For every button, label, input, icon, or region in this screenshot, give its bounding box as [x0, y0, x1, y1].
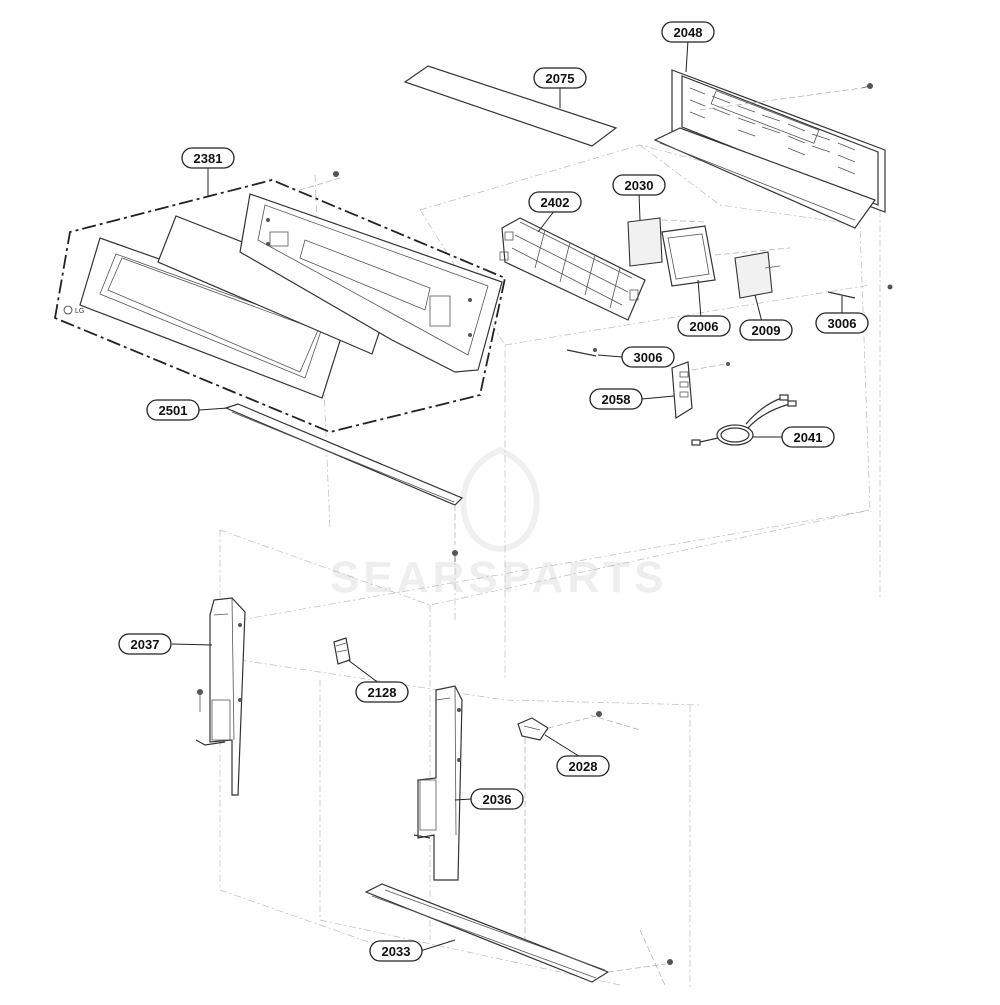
callout-2402: 2402	[528, 191, 582, 213]
callout-2041-label: 2041	[794, 430, 823, 445]
callout-2028: 2028	[556, 755, 610, 777]
callout-2009-label: 2009	[752, 323, 781, 338]
part-2381-control-panel-assembly: LG	[53, 171, 507, 433]
part-2128-clip	[333, 637, 351, 665]
callout-2030-label: 2030	[625, 178, 654, 193]
callout-2128-label: 2128	[368, 685, 397, 700]
callout-2501: 2501	[146, 399, 200, 421]
part-2075-strip	[403, 65, 618, 147]
callout-2037-label: 2037	[131, 637, 160, 652]
cabinet-phantom-outline	[219, 144, 881, 990]
part-2037-left-bracket	[195, 597, 246, 796]
callout-2036-label: 2036	[483, 792, 512, 807]
callout-2381-label: 2381	[194, 151, 223, 166]
callout-3006-left-label: 3006	[634, 350, 663, 365]
callout-2006: 2006	[677, 315, 731, 337]
callout-3006-right-label: 3006	[828, 316, 857, 331]
callout-2048-label: 2048	[674, 25, 703, 40]
part-3006-screw-right	[827, 284, 893, 299]
callout-2058: 2058	[589, 388, 643, 410]
callout-2058-label: 2058	[602, 392, 631, 407]
callout-2381: 2381	[181, 147, 235, 169]
callout-2037: 2037	[118, 633, 172, 655]
callout-2033: 2033	[369, 940, 423, 962]
callout-3006-right: 3006	[815, 312, 869, 334]
part-2501-rail	[224, 403, 464, 562]
callout-2028-label: 2028	[569, 759, 598, 774]
callout-2041: 2041	[781, 426, 835, 448]
part-2006-board	[661, 225, 791, 287]
leader-lines	[171, 39, 843, 952]
callout-2048: 2048	[661, 21, 715, 43]
callout-2033-label: 2033	[382, 944, 411, 959]
part-2041-wire-harness	[691, 394, 797, 446]
callout-2006-label: 2006	[690, 319, 719, 334]
callout-2501-label: 2501	[159, 403, 188, 418]
part-2028-bracket	[517, 711, 602, 741]
callout-2036: 2036	[470, 788, 524, 810]
watermark-text: SEARSPARTS	[330, 553, 667, 602]
callout-2030: 2030	[612, 174, 666, 196]
watermark: SEARSPARTS	[330, 446, 667, 602]
callout-2075-label: 2075	[546, 71, 575, 86]
part-2402-board-bracket	[499, 217, 646, 321]
brand-logo: LG	[75, 308, 84, 315]
callout-2075: 2075	[533, 67, 587, 89]
part-2030-board	[627, 217, 706, 267]
part-2009-board	[734, 251, 781, 299]
part-2033-bottom-rail	[364, 883, 673, 983]
callout-2402-label: 2402	[541, 195, 570, 210]
part-2036-right-bracket	[413, 685, 463, 881]
part-2058-connector	[671, 361, 730, 420]
callout-2128: 2128	[355, 681, 409, 703]
callout-3006-left: 3006	[621, 346, 675, 368]
callout-2009: 2009	[739, 319, 793, 341]
part-3006-screw-left	[566, 348, 597, 357]
part-2048-vent-panel	[653, 69, 886, 229]
